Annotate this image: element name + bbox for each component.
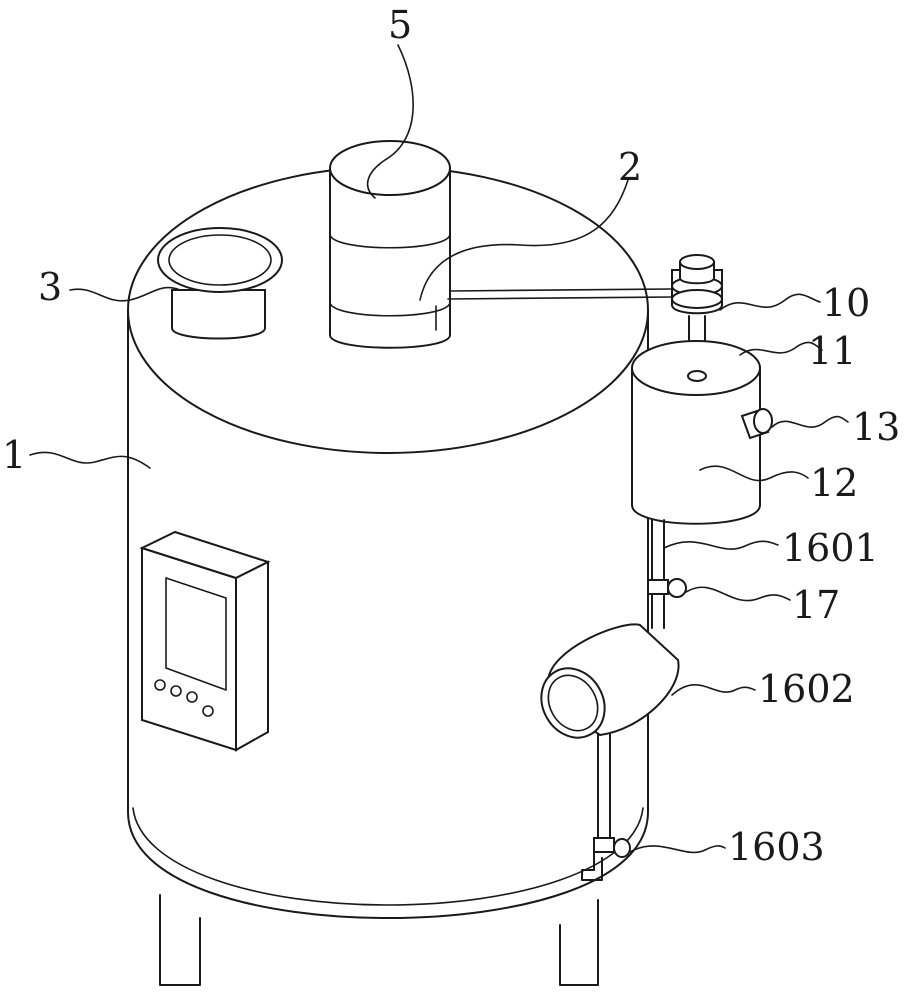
leader-1602 [671,683,756,696]
label-1601: 1601 [782,526,879,570]
leader-1601 [663,540,779,550]
belt-lower [447,296,675,300]
panel-button-2 [170,685,182,697]
feed-port-flange [157,227,283,293]
motor-band-upper [329,234,451,249]
side-outlet [740,408,773,440]
shaft-entry [687,370,707,382]
label-5: 5 [388,3,412,47]
tank-bottom-rim [132,807,644,906]
panel-button-4 [202,705,214,717]
panel-side [235,560,269,752]
motor-assembly [329,140,451,349]
leader-17 [685,586,791,602]
feed-port-body [171,289,266,340]
pulley-groove-2 [671,289,723,309]
motor-housing [329,169,451,349]
outlet-elbow [581,851,603,881]
leader-1 [29,451,151,469]
leader-1603 [629,845,726,854]
lower-valve-clamp [593,837,615,853]
cylinder-body [631,367,761,525]
side-cylinder [631,340,761,525]
label-10: 10 [822,281,870,325]
lower-valve-knob [613,838,631,858]
feed-port-opening [168,234,272,286]
belt-upper [449,288,673,292]
tank-shell [127,309,649,920]
motor-top [329,140,451,196]
feed-port [157,227,283,340]
drive-belt [447,288,675,300]
label-1: 1 [2,433,26,477]
outlet-opening [753,408,773,434]
leader-11 [739,341,823,356]
pump-front-ring [547,674,599,732]
valve-clamp [647,579,669,595]
leg-left [159,894,201,986]
leg-right [559,899,599,986]
label-2: 2 [618,145,642,189]
leader-3 [69,286,181,302]
support-legs [159,894,599,986]
vertical-pipe [597,519,665,839]
cylinder-top [631,340,761,396]
label-3: 3 [38,265,62,309]
label-1603: 1603 [728,825,825,869]
leader-lines [29,44,849,854]
valve-lower [581,837,631,881]
valve-upper [647,578,687,598]
leader-13 [771,415,849,428]
motor-band-lower [329,302,451,317]
pump-unit [540,623,680,739]
label-1602: 1602 [758,667,855,711]
label-11: 11 [808,329,856,373]
valve-knob [667,578,687,598]
leader-5 [366,44,414,199]
control-panel [139,530,271,752]
pulley-assembly [671,254,723,315]
panel-button-3 [186,691,198,703]
leader-10 [719,293,821,311]
label-12: 12 [810,461,858,505]
label-13: 13 [852,405,900,449]
reference-labels: 1 3 5 2 10 11 13 12 1601 17 1602 1603 [2,3,900,869]
pulley-cap-top [679,254,715,270]
panel-button-1 [154,679,166,691]
leader-12 [699,465,809,482]
panel-screen [165,577,227,691]
panel-face [141,546,237,752]
label-17: 17 [792,583,840,627]
leader-2 [419,179,629,301]
